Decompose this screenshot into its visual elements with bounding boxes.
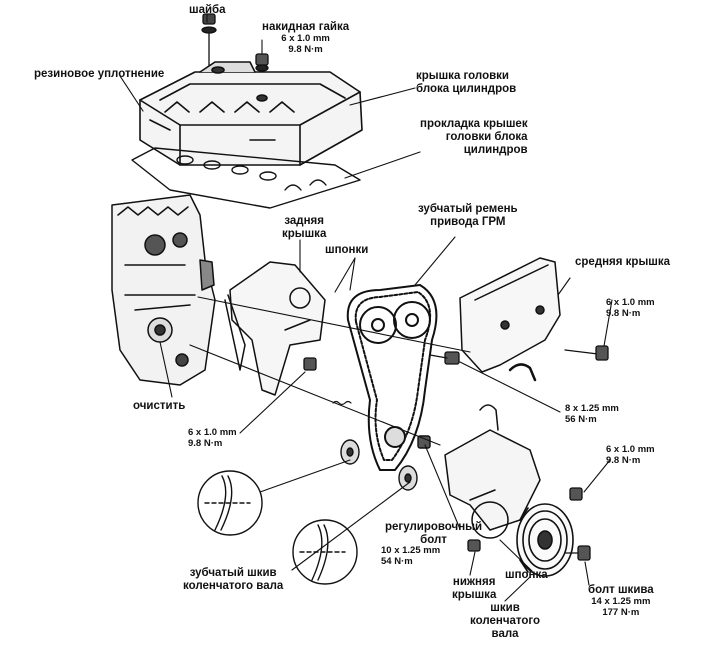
mid-cover-bolt xyxy=(564,345,609,361)
pulley-bolt-label: болт шкива 14 x 1.25 mm 177 N·m xyxy=(588,584,654,618)
left-bolt-spec-label: 6 x 1.0 mm 9.8 N·m xyxy=(188,427,237,449)
engine-block xyxy=(111,194,216,386)
crank-sprocket-label: зубчатый шкив коленчатого вала xyxy=(183,567,284,592)
middle-cover xyxy=(459,257,561,382)
washer-label: шайба xyxy=(189,4,226,16)
leader-lines xyxy=(119,13,613,602)
rear-cover-label: задняя крышка xyxy=(282,215,327,240)
pulley-bolt xyxy=(565,545,591,561)
washer-part xyxy=(201,13,217,67)
left-cover-bolt xyxy=(303,357,317,371)
bolt-8x1-25 xyxy=(429,351,460,365)
crank-pulley-label: шкив коленчатого вала xyxy=(470,602,541,640)
tensioner-spring xyxy=(332,400,352,406)
adjust-bolt-spec-label: 10 x 1.25 mm 54 N·m xyxy=(381,545,441,567)
adjust-bolt-label: регулировочный болт xyxy=(385,521,483,546)
crank-sprocket xyxy=(340,435,431,491)
keys-label: шпонки xyxy=(325,244,369,256)
rubber-seal-label: резиновое уплотнение xyxy=(34,68,165,80)
crankshaft-pulley xyxy=(516,503,574,577)
timing-belt-label: зубчатый ремень привода ГРМ xyxy=(418,203,518,228)
sprocket-detail-circle-1 xyxy=(197,470,263,536)
head-cover-gasket xyxy=(131,147,361,209)
lower-bolts xyxy=(467,487,583,552)
middle-cover-label: средняя крышка xyxy=(575,256,671,268)
low-bolt-spec-label: 6 x 1.0 mm 9.8 N·m xyxy=(606,444,655,466)
key-label: шпонка xyxy=(505,569,548,581)
sprocket-detail-circle-2 xyxy=(292,519,358,585)
clean-label: очистить xyxy=(133,400,186,412)
rear-cover xyxy=(224,261,326,396)
head-cover-label: крышка головки блока цилиндров xyxy=(416,70,517,95)
lower-cover-label: нижняя крышка xyxy=(452,576,497,601)
cap-nut-label: накидная гайка 6 x 1.0 mm 9.8 N·m xyxy=(262,21,350,55)
gasket-label: прокладка крышек головки блока цилиндров xyxy=(420,118,528,156)
bolt-8-spec-label: 8 x 1.25 mm 56 N·m xyxy=(565,403,619,425)
timing-belt xyxy=(346,284,438,471)
mid-bolt-spec-label: 6 x 1.0 mm 9.8 N·m xyxy=(606,297,655,319)
